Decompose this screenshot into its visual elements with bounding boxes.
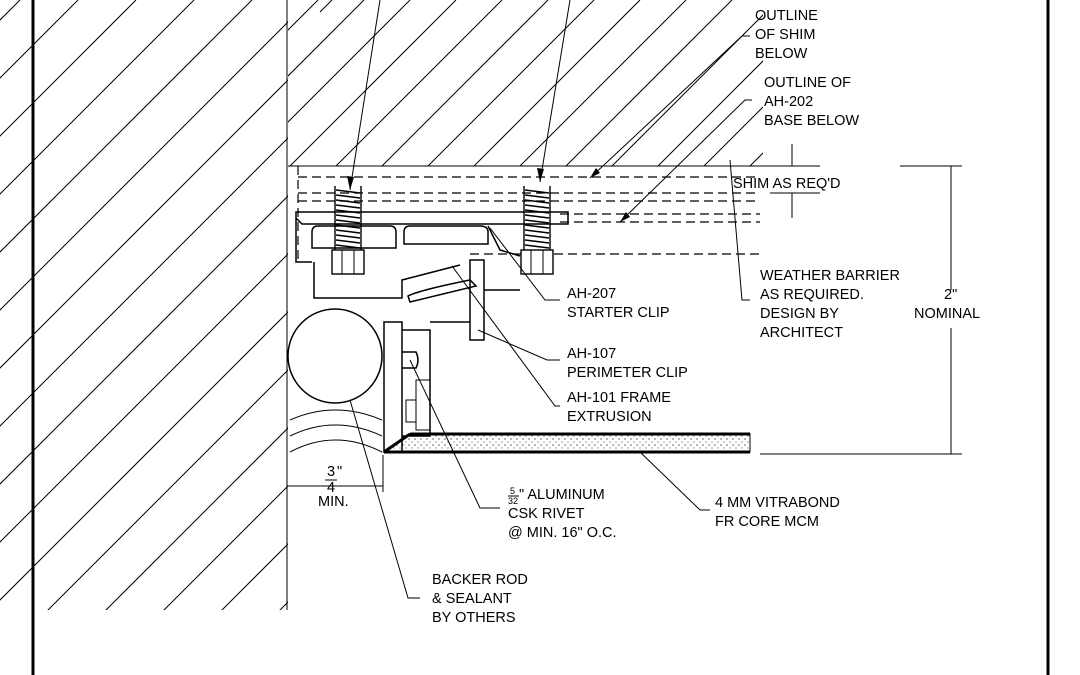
- svg-text:4: 4: [327, 480, 335, 496]
- svg-text:CSK RIVET: CSK RIVET: [508, 506, 585, 522]
- label-perimeter-clip: AH-107 PERIMETER CLIP: [567, 346, 688, 381]
- label-min-dimension: 3 4 " MIN.: [318, 464, 349, 510]
- anchor-screw-right: [520, 186, 554, 275]
- label-frame-extrusion: AH-101 FRAME EXTRUSION: [567, 390, 671, 425]
- leader-arrowheads: [347, 168, 630, 222]
- label-outline-base: OUTLINE OF AH-202 BASE BELOW: [764, 75, 859, 129]
- svg-text:MIN.: MIN.: [318, 494, 349, 510]
- backer-rod: [287, 308, 383, 453]
- mcm-panel: [382, 432, 751, 454]
- svg-text:BELOW: BELOW: [755, 46, 808, 62]
- svg-text:@ MIN. 16" O.C.: @ MIN. 16" O.C.: [508, 525, 617, 541]
- svg-text:NOMINAL: NOMINAL: [914, 306, 980, 322]
- svg-text:BY OTHERS: BY OTHERS: [432, 610, 516, 626]
- base-plate: [295, 211, 569, 263]
- dimension-3-4: [288, 455, 384, 492]
- svg-text:": ": [337, 464, 342, 480]
- svg-text:DESIGN BY: DESIGN BY: [760, 306, 839, 322]
- label-shim: SHIM AS REQ'D: [733, 176, 841, 192]
- svg-text:EXTRUSION: EXTRUSION: [567, 409, 652, 425]
- svg-text:OF SHIM: OF SHIM: [755, 27, 815, 43]
- perimeter-clip: [430, 259, 520, 341]
- dimension-2in: [760, 165, 962, 455]
- wall-hatch-left: [0, 0, 288, 610]
- svg-text:OUTLINE OF: OUTLINE OF: [764, 75, 851, 91]
- svg-text:ARCHITECT: ARCHITECT: [760, 325, 843, 341]
- svg-text:PERIMETER CLIP: PERIMETER CLIP: [567, 365, 688, 381]
- svg-text:BACKER ROD: BACKER ROD: [432, 572, 528, 588]
- svg-text:AS REQUIRED.: AS REQUIRED.: [760, 287, 864, 303]
- svg-text:BASE BELOW: BASE BELOW: [764, 113, 859, 129]
- svg-text:AH-207: AH-207: [567, 286, 616, 302]
- label-mcm: 4 MM VITRABOND FR CORE MCM: [715, 495, 840, 530]
- substrate-hatch-top: [288, 0, 763, 166]
- drawing-border: [31, 0, 1050, 675]
- leader-lines: [319, 0, 752, 599]
- svg-text:4 MM VITRABOND: 4 MM VITRABOND: [715, 495, 840, 511]
- svg-text:WEATHER BARRIER: WEATHER BARRIER: [760, 268, 900, 284]
- starter-clip: [313, 225, 521, 303]
- svg-text:" ALUMINUM: " ALUMINUM: [519, 487, 605, 503]
- label-backer-rod: BACKER ROD & SEALANT BY OTHERS: [432, 572, 528, 626]
- label-rivet: 5 32 " ALUMINUM CSK RIVET @ MIN. 16" O.C…: [508, 486, 617, 541]
- svg-text:5: 5: [510, 486, 515, 496]
- svg-text:OUTLINE: OUTLINE: [755, 8, 818, 24]
- svg-text:32: 32: [508, 496, 518, 506]
- svg-text:STARTER CLIP: STARTER CLIP: [567, 305, 670, 321]
- svg-text:& SEALANT: & SEALANT: [432, 591, 512, 607]
- svg-text:3: 3: [327, 464, 335, 480]
- svg-text:AH-101 FRAME: AH-101 FRAME: [567, 390, 671, 406]
- svg-text:2": 2": [944, 287, 957, 303]
- anchor-screw-left: [331, 186, 365, 275]
- label-weather-barrier: WEATHER BARRIER AS REQUIRED. DESIGN BY A…: [760, 268, 900, 341]
- label-starter-clip: AH-207 STARTER CLIP: [567, 286, 670, 321]
- svg-text:AH-202: AH-202: [764, 94, 813, 110]
- dimension-shim: [762, 144, 820, 218]
- label-outline-shim: OUTLINE OF SHIM BELOW: [755, 8, 818, 62]
- svg-text:AH-107: AH-107: [567, 346, 616, 362]
- svg-text:FR CORE MCM: FR CORE MCM: [715, 514, 819, 530]
- label-nominal: 2" NOMINAL: [914, 287, 980, 322]
